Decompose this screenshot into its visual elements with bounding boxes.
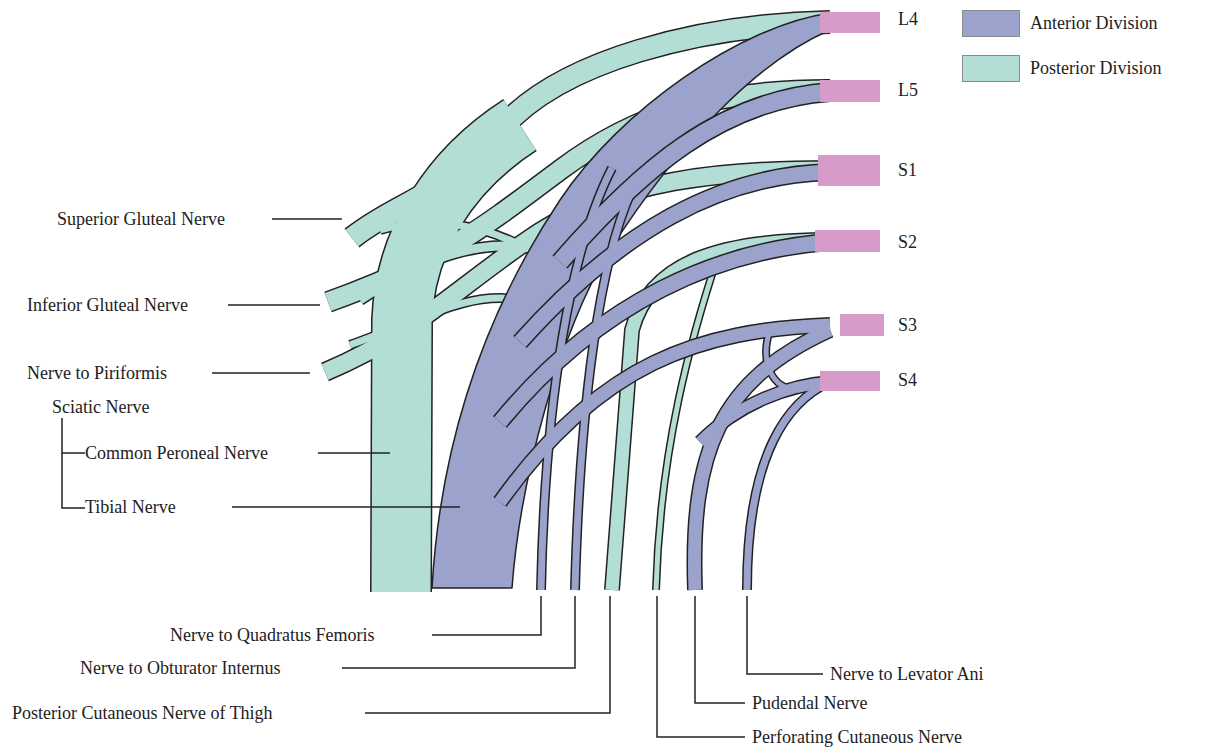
root-label: S2: [898, 232, 917, 252]
nerve-label: Superior Gluteal Nerve: [57, 209, 225, 229]
root-label: L4: [898, 9, 918, 29]
nerve-label: Inferior Gluteal Nerve: [27, 295, 188, 315]
nerve-label: Sciatic Nerve: [52, 397, 149, 417]
legend-swatch: [962, 10, 1020, 37]
root-label: S4: [898, 370, 917, 390]
nerve-label: Tibial Nerve: [85, 497, 176, 517]
nerve-label: Nerve to Obturator Internus: [80, 658, 280, 678]
nerve-label: Posterior Cutaneous Nerve of Thigh: [12, 703, 273, 723]
root-label: L5: [898, 80, 918, 100]
nerve-label: Pudendal Nerve: [752, 693, 867, 713]
nerve-label: Perforating Cutaneous Nerve: [752, 727, 962, 747]
nerve-label: Nerve to Quadratus Femoris: [170, 625, 374, 645]
legend-swatch: [962, 55, 1020, 82]
nerve-label: Nerve to Levator Ani: [830, 664, 983, 684]
nerve-label: Common Peroneal Nerve: [85, 443, 268, 463]
legend-text: Posterior Division: [1030, 58, 1162, 78]
root-label: S3: [898, 315, 917, 335]
root-label: S1: [898, 160, 917, 180]
legend-text: Anterior Division: [1030, 13, 1158, 33]
nerve-label: Nerve to Piriformis: [27, 363, 167, 383]
